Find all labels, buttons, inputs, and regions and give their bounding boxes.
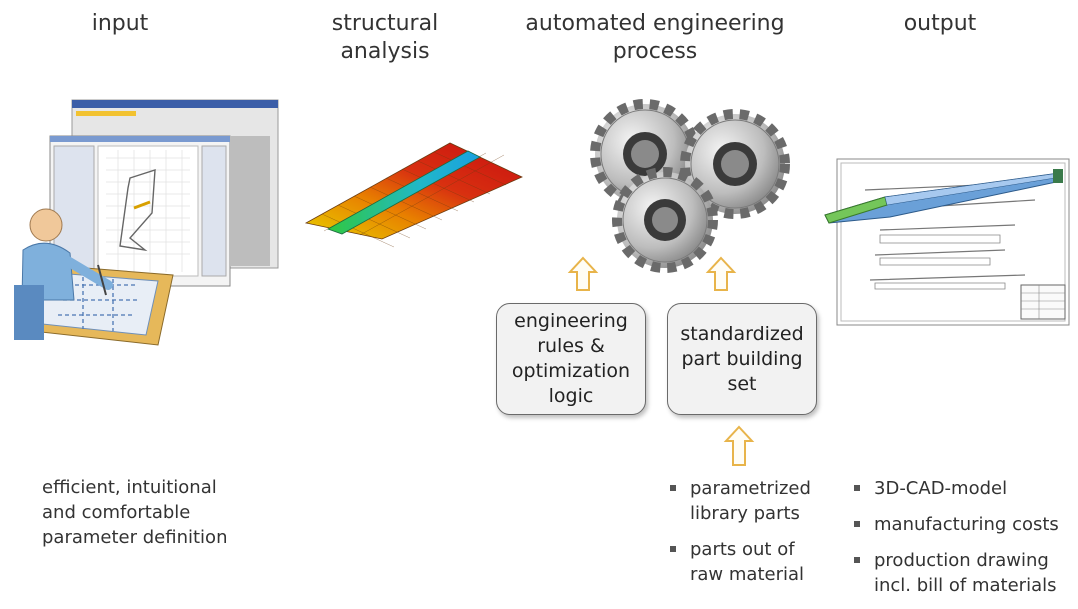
list-item: parametrized library parts <box>668 476 838 526</box>
output-list: 3D-CAD-model manufacturing costs product… <box>852 476 1074 609</box>
person-at-drafting-table-icon <box>14 208 174 346</box>
input-software-illustration <box>49 99 279 287</box>
library-parts-list: parametrized library parts parts out of … <box>668 476 838 598</box>
standardized-part-set-box: standardized part building set <box>667 303 817 415</box>
heading-output: output <box>903 11 977 36</box>
arrow-up-rules-icon <box>567 256 599 291</box>
heading-structural-analysis: structural analysis <box>331 11 439 64</box>
arrow-up-standard-icon <box>705 256 737 291</box>
heading-input: input <box>91 11 149 36</box>
input-description: efficient, intuitional and comfortable p… <box>42 477 228 548</box>
standardized-part-set-label: standardized part building set <box>680 322 804 395</box>
list-item: production drawing incl. bill of materia… <box>852 548 1074 598</box>
gear-bottom-icon <box>612 167 718 273</box>
heading-automated-engineering-process: automated engineering process <box>525 11 785 64</box>
structural-analysis-fem-illustration <box>304 142 523 248</box>
engineering-rules-label: engineering rules & optimization logic <box>511 310 631 407</box>
list-item: manufacturing costs <box>852 512 1074 537</box>
list-item: parts out of raw material <box>668 537 838 587</box>
list-item: 3D-CAD-model <box>852 476 1074 501</box>
gear-right-icon <box>680 109 790 219</box>
engineering-rules-box: engineering rules & optimization logic <box>496 303 646 415</box>
arrow-up-library-icon <box>723 425 755 466</box>
gears-icon <box>590 99 790 273</box>
output-drawing-illustration <box>824 158 1070 326</box>
